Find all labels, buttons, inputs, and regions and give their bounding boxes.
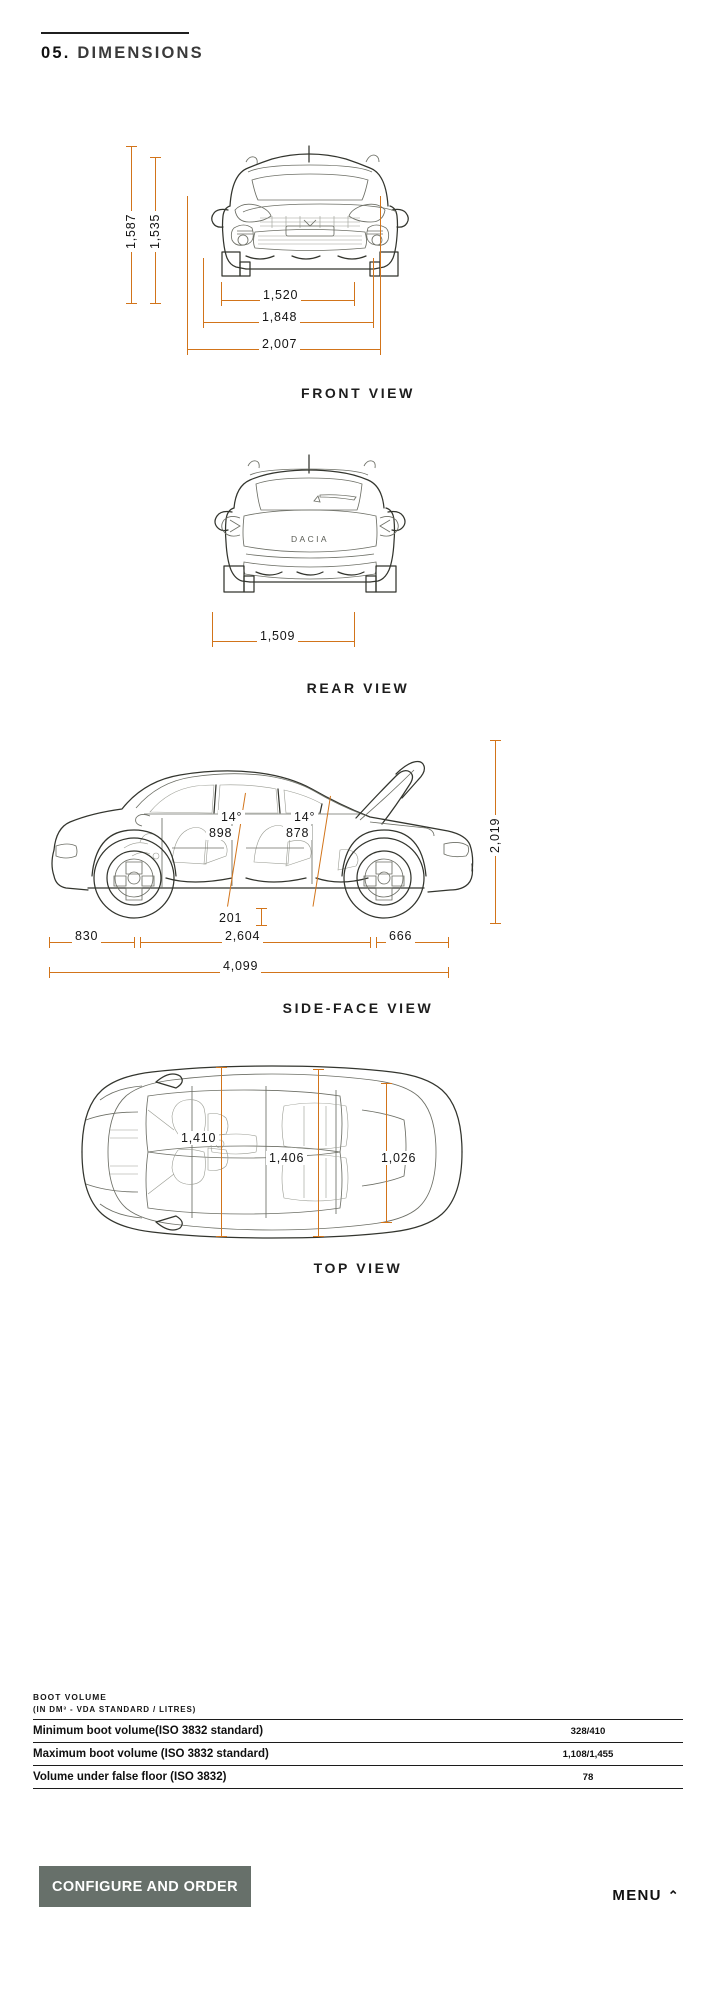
top-front-width-label: 1,410	[178, 1131, 220, 1145]
total-length-label: 4,099	[220, 959, 262, 973]
front-width-guide-left-mid	[203, 258, 205, 323]
front-overhang-label: 830	[72, 929, 102, 943]
front-view-illustration	[211, 145, 409, 277]
rear-width-1509-tick-right	[354, 636, 356, 647]
rear-overhang-tick-right	[448, 937, 450, 948]
boot-volume-table: Minimum boot volume(ISO 3832 standard) 3…	[33, 1719, 683, 1789]
ground-clearance-tick-top	[256, 908, 267, 910]
wheelbase-label: 2,604	[222, 929, 264, 943]
ground-clearance-label: 201	[216, 911, 246, 925]
wheelbase-tick-left	[140, 937, 142, 948]
boot-row-label: Volume under false floor (ISO 3832)	[33, 1765, 493, 1789]
wheelbase-tick-right	[370, 937, 372, 948]
rear-overhang-label: 666	[386, 929, 416, 943]
total-length-tick-left	[49, 967, 51, 978]
rear-width-guide-left	[212, 612, 214, 642]
rear-view: DACIA 1,509 REAR VIEW	[0, 430, 716, 720]
top-mid-width-line	[318, 1069, 320, 1237]
top-rear-width-tick-top	[381, 1083, 392, 1085]
top-rear-width-label: 1,026	[378, 1151, 420, 1165]
side-view-illustration	[51, 760, 474, 919]
boot-volume-section: BOOT VOLUME (IN DM³ - VDA STANDARD / LIT…	[33, 1692, 683, 1789]
table-row: Maximum boot volume (ISO 3832 standard) …	[33, 1742, 683, 1766]
menu-label: MENU	[612, 1887, 662, 1904]
front-seat-height-label: 898	[206, 826, 236, 840]
boot-row-value: 328/410	[493, 1719, 683, 1743]
front-width-2007-tick-left	[187, 344, 189, 355]
front-height-1535-tick-bottom	[150, 303, 161, 305]
front-view: 1,587 1,535 1,520 1,848 2,007 FRONT VIEW	[0, 0, 716, 420]
front-width-1520-label: 1,520	[260, 288, 302, 302]
tailgate-height-tick-bottom	[490, 923, 501, 925]
side-face-view: 14° 898 14° 878 201 830 2,604 666 4,099 …	[0, 730, 716, 1030]
menu-button[interactable]: MENU ⌃	[612, 1887, 680, 1904]
page-title-text: DIMENSIONS	[77, 44, 204, 62]
table-row: Volume under false floor (ISO 3832) 78	[33, 1765, 683, 1789]
tailgate-height-label: 2,019	[488, 814, 502, 856]
top-view-caption: TOP VIEW	[313, 1260, 403, 1276]
front-width-1848-tick-right	[373, 317, 375, 328]
ground-clearance-tick-bottom	[256, 925, 267, 927]
top-rear-width-tick-bottom	[381, 1222, 392, 1224]
boot-volume-subtitle: (IN DM³ - VDA STANDARD / LITRES)	[33, 1705, 197, 1714]
table-row: Minimum boot volume(ISO 3832 standard) 3…	[33, 1719, 683, 1743]
front-overhang-tick-right	[134, 937, 136, 948]
total-length-tick-right	[448, 967, 450, 978]
front-view-caption: FRONT VIEW	[301, 385, 415, 401]
dacia-badge-text: DACIA	[291, 534, 329, 544]
front-width-2007-tick-right	[380, 344, 382, 355]
front-width-guide-right-mid	[373, 258, 375, 323]
front-height-1587-tick-top	[126, 146, 137, 148]
page-title: 05. DIMENSIONS	[41, 44, 204, 63]
top-mid-width-tick-top	[313, 1069, 324, 1071]
boot-row-value: 78	[493, 1765, 683, 1789]
header-rule	[41, 32, 189, 34]
top-front-width-line	[221, 1067, 223, 1237]
rear-width-1509-label: 1,509	[257, 629, 299, 643]
boot-row-value: 1,108/1,455	[493, 1742, 683, 1766]
rear-seat-height-label: 878	[283, 826, 313, 840]
front-width-guide-right-outer	[380, 196, 382, 350]
front-overhang-tick-left	[49, 937, 51, 948]
rear-width-1509-tick-left	[212, 636, 214, 647]
front-width-guide-right-inner	[354, 282, 356, 301]
side-view-caption: SIDE-FACE VIEW	[282, 1000, 434, 1016]
tailgate-height-tick-top	[490, 740, 501, 742]
rear-seat-angle-label: 14°	[291, 810, 319, 824]
top-front-width-tick-top	[216, 1067, 227, 1069]
boot-row-label: Maximum boot volume (ISO 3832 standard)	[33, 1742, 493, 1766]
front-height-1535-label: 1,535	[148, 210, 162, 252]
top-view-illustration	[81, 1065, 463, 1239]
front-width-1520-tick-right	[354, 295, 356, 306]
rear-view-illustration: DACIA	[214, 454, 406, 593]
front-height-1535-tick-top	[150, 157, 161, 159]
top-view: 1,410 1,406 1,026 TOP VIEW	[0, 1055, 716, 1305]
configure-and-order-button[interactable]: CONFIGURE AND ORDER	[39, 1866, 251, 1907]
ground-clearance-line	[261, 908, 263, 926]
top-mid-width-label: 1,406	[266, 1151, 308, 1165]
front-width-2007-label: 2,007	[259, 337, 301, 351]
top-front-width-tick-bottom	[216, 1236, 227, 1238]
front-width-guide-left-inner	[221, 282, 223, 301]
page-header: 05. DIMENSIONS	[41, 32, 204, 63]
rear-overhang-tick-left	[376, 937, 378, 948]
front-width-1520-tick-left	[221, 295, 223, 306]
rear-width-guide-right	[354, 612, 356, 642]
rear-view-caption: REAR VIEW	[306, 680, 410, 696]
front-width-1848-tick-left	[203, 317, 205, 328]
boot-volume-title: BOOT VOLUME	[33, 1692, 107, 1702]
page-title-number: 05.	[41, 44, 71, 62]
front-width-guide-left-outer	[187, 196, 189, 350]
front-height-1587-tick-bottom	[126, 303, 137, 305]
top-mid-width-tick-bottom	[313, 1236, 324, 1238]
front-height-1587-label: 1,587	[124, 210, 138, 252]
boot-row-label: Minimum boot volume(ISO 3832 standard)	[33, 1719, 493, 1743]
front-seat-angle-label: 14°	[218, 810, 246, 824]
chevron-up-icon: ⌃	[667, 1887, 680, 1903]
front-width-1848-label: 1,848	[259, 310, 301, 324]
